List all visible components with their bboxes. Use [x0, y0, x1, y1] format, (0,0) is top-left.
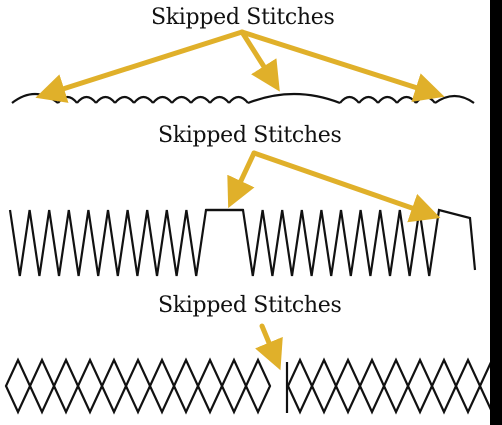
scallop-stitch [209, 95, 230, 104]
scallop-stitch [95, 95, 116, 104]
skipped-stitches-label-top: Skipped Stitches [151, 5, 335, 30]
scallop-stitch [171, 95, 192, 104]
scallop-stitch [133, 95, 154, 104]
diagram-canvas: Skipped Stitches Skipped Stitches Skippe… [0, 0, 490, 425]
arrow-top-middle [239, 29, 280, 92]
zigzag-stitch-row [8, 208, 477, 277]
stitch-diagram [4, 29, 490, 415]
arrow-middle-left [227, 150, 257, 209]
arrow-top-left [35, 29, 245, 103]
scallop-stitch [396, 95, 417, 104]
scallop-stitch [114, 95, 135, 104]
scallop-stitch [152, 95, 173, 104]
scallop-stitch [76, 95, 97, 104]
scallop-stitch [228, 95, 249, 104]
scallop-stitch [358, 95, 379, 104]
scallop-stitch-row [11, 92, 475, 105]
scallop-stitch [57, 95, 78, 104]
scallop-stitch [247, 92, 341, 105]
scallop-stitch [190, 95, 211, 104]
diamond-stitch-row [4, 357, 490, 415]
diamond-stitch-left [4, 357, 272, 415]
scallop-stitch [415, 95, 436, 104]
arrow-bottom [255, 323, 283, 371]
scallop-stitch [377, 95, 398, 104]
zigzag-stitch [8, 208, 477, 277]
scallop-stitch [434, 94, 475, 104]
scallop-stitch [339, 95, 360, 104]
arrow-top-right [239, 29, 445, 102]
skipped-stitches-label-middle: Skipped Stitches [158, 123, 342, 148]
arrow-middle-right [251, 150, 441, 223]
diamond-stitch-right [286, 357, 490, 415]
skipped-stitches-label-bottom: Skipped Stitches [158, 293, 342, 318]
